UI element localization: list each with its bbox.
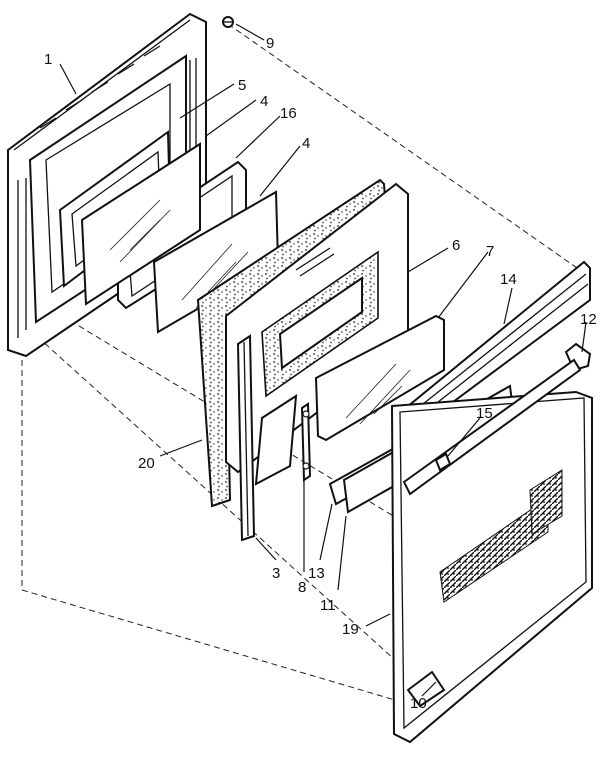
callout-14: 14 [500,271,517,288]
frame-top-slots [39,45,161,129]
callout-3: 3 [272,565,280,582]
part-15-clip [434,452,452,472]
callout-labels: 1 5 4 16 4 9 6 7 14 12 20 3 8 13 11 15 1… [44,35,597,712]
callout-16: 16 [280,105,297,122]
part-4-glass-panel-a [80,142,201,306]
callout-19: 19 [342,621,359,638]
part-8-hinge-bracket [300,402,312,482]
callout-12: 12 [580,311,597,328]
callout-11: 11 [320,597,336,614]
callout-8: 8 [298,579,306,596]
part-6-inner-door-panel [225,182,409,486]
callout-7: 7 [486,243,494,260]
callout-5: 5 [238,77,246,94]
callout-1: 1 [44,51,52,68]
callout-13: 13 [308,565,325,582]
callout-15: 15 [476,405,493,422]
part-9-screw [222,16,234,28]
callout-10: 10 [410,695,427,712]
callout-20: 20 [138,455,155,472]
callout-leaders [59,23,587,697]
callout-6: 6 [452,237,460,254]
callout-4b: 4 [302,135,310,152]
callout-4a: 4 [260,93,268,110]
part-7-inner-glass [314,314,445,442]
part-3-side-strip [236,334,256,542]
callout-9: 9 [266,35,274,52]
